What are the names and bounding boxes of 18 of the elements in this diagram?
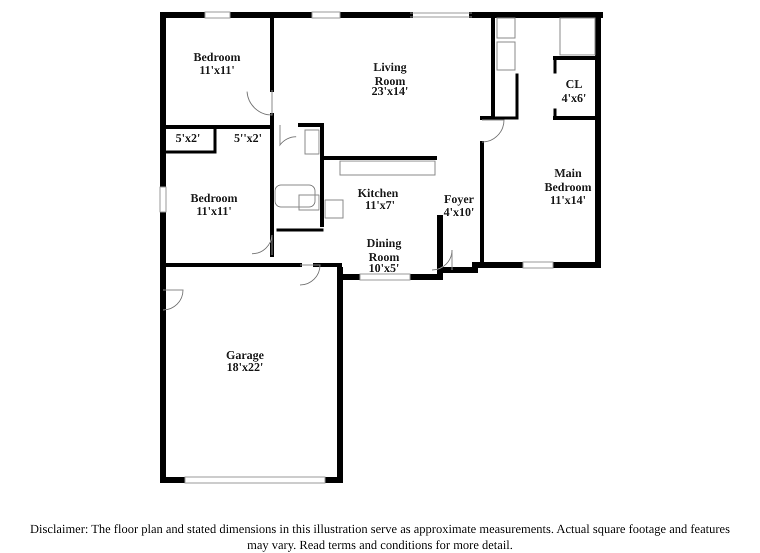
room-dimension: 11'x14' xyxy=(548,193,587,207)
room-name: CL xyxy=(564,77,584,91)
room-name: Foyer xyxy=(443,192,475,206)
room-dimension: 10'x5' xyxy=(368,261,400,275)
room-name: Kitchen xyxy=(356,186,400,200)
room-dimension: 11'x11' xyxy=(195,204,233,218)
room-name: Bedroom xyxy=(192,50,242,64)
room-name: Garage xyxy=(225,348,265,362)
room-dimension: 4'x10' xyxy=(442,205,476,219)
room-dimension: 5''x2' xyxy=(232,131,263,145)
room-dimension: 11'x11' xyxy=(198,63,236,77)
room-name: Dining Room xyxy=(366,236,402,264)
room-dimension: 4'x6' xyxy=(560,91,588,105)
room-name: Main Bedroom xyxy=(543,166,593,194)
room-dimension: 11'x7' xyxy=(364,198,396,212)
room-name: Bedroom xyxy=(189,191,239,205)
room-name: 5'x2' xyxy=(174,131,202,145)
disclaimer-text: Disclaimer: The floor plan and stated dimensions in this illustration serve as approximate measurements. Actual square footage and features may vary. Read terms and conditions for more detail. xyxy=(29,521,731,553)
